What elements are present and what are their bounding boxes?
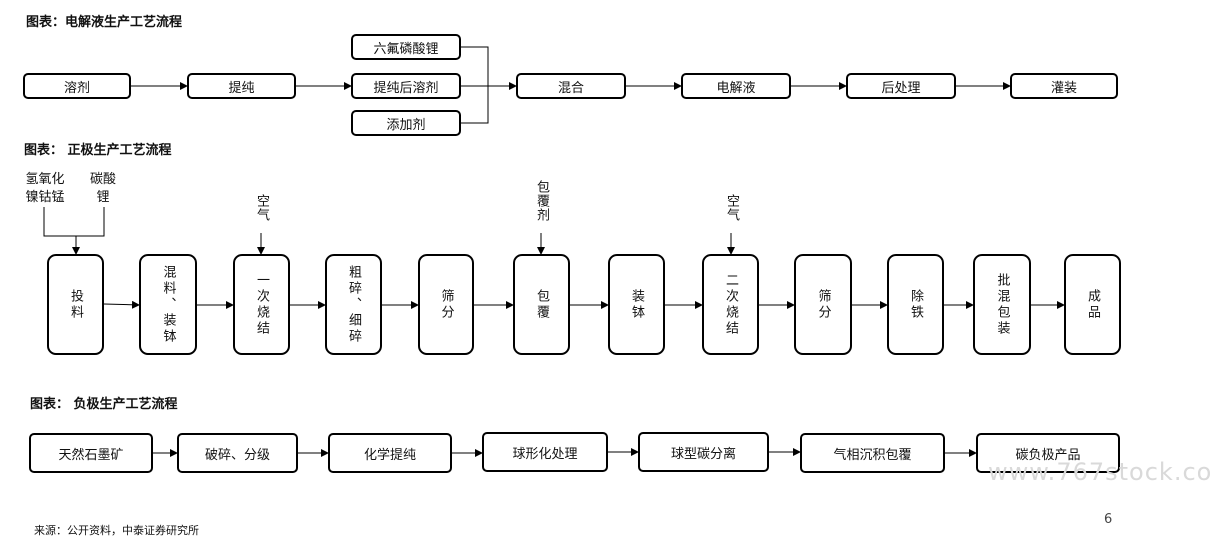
node-graphite-label: 天然石墨矿: [58, 447, 124, 463]
node-loading-label: 装钵: [629, 288, 644, 321]
node-feeding-label: 投料: [68, 288, 83, 321]
node-finished-label: 成品: [1085, 288, 1100, 321]
cathode-chart-title: 图表： 正极生产工艺流程: [24, 143, 172, 158]
node-lipf6: 六氟磷酸锂: [351, 34, 461, 60]
line-inputs-bracket: [43, 207, 105, 237]
node-purified-solvent-label: 提纯后溶剂: [373, 80, 439, 96]
coating-agent-label: 包覆剂: [534, 180, 549, 222]
node-filling: 灌装: [1010, 73, 1118, 99]
node-separate-label: 球型碳分离: [670, 446, 736, 462]
node-additive: 添加剂: [351, 110, 461, 136]
node-batch-packing: 批混包装: [973, 254, 1031, 355]
node-finished: 成品: [1064, 254, 1121, 355]
node-first-sintering: 一次烧结: [233, 254, 290, 355]
source-note: 来源：公开资料，中泰证券研究所: [34, 524, 199, 537]
node-spheroidize: 球形化处理: [482, 432, 608, 472]
node-mixing: 混合: [516, 73, 626, 99]
node-electrolyte-label: 电解液: [716, 80, 756, 96]
node-sieving-2: 筛分: [794, 254, 852, 355]
line-additive-merge: [461, 86, 489, 124]
node-coating-label: 包覆: [534, 288, 549, 321]
watermark: www.767stock.com: [988, 458, 1210, 486]
node-product: 碳负极产品: [976, 433, 1120, 473]
electrolyte-chart-title: 图表：电解液生产工艺流程: [26, 15, 183, 30]
node-loading: 装钵: [608, 254, 665, 355]
node-crush-grade: 破碎、分级: [177, 433, 298, 473]
node-mixing-label: 混合: [557, 80, 584, 96]
node-cvd-coating: 气相沉积包覆: [800, 433, 945, 473]
node-chem-purify: 化学提纯: [328, 433, 452, 473]
node-batch-packing-label: 批混包装: [994, 272, 1010, 337]
node-lipf6-label: 六氟磷酸锂: [373, 41, 439, 57]
node-cvd-coating-label: 气相沉积包覆: [833, 447, 912, 463]
node-spheroidize-label: 球形化处理: [512, 446, 578, 462]
node-graphite: 天然石墨矿: [29, 433, 153, 473]
node-solvent-label: 溶剂: [63, 80, 90, 96]
node-sieving-1: 筛分: [418, 254, 474, 355]
node-mixing-loading-label: 混料、装钵: [160, 264, 176, 345]
node-additive-label: 添加剂: [386, 117, 426, 133]
line-lipf6-merge: [461, 46, 489, 86]
page-number: 6: [1104, 512, 1113, 527]
node-sieving-2-label: 筛分: [815, 288, 831, 321]
node-mixing-loading: 混料、装钵: [139, 254, 197, 355]
node-electrolyte: 电解液: [681, 73, 791, 99]
node-solvent: 溶剂: [23, 73, 131, 99]
node-chem-purify-label: 化学提纯: [363, 447, 416, 463]
node-crushing: 粗碎、细碎: [325, 254, 382, 355]
node-purified-solvent: 提纯后溶剂: [351, 73, 461, 99]
node-crushing-label: 粗碎、细碎: [346, 264, 361, 345]
node-crush-grade-label: 破碎、分级: [204, 447, 270, 463]
air-label-2: 空气: [724, 194, 739, 222]
node-purify: 提纯: [187, 73, 296, 99]
node-post-processing-label: 后处理: [881, 80, 921, 96]
node-purify-label: 提纯: [228, 80, 255, 96]
node-iron-removal-label: 除铁: [908, 288, 923, 321]
anode-chart-title: 图表： 负极生产工艺流程: [30, 397, 178, 412]
node-sieving-1-label: 筛分: [438, 288, 454, 321]
node-feeding: 投料: [47, 254, 104, 355]
input-hydroxide-label: 氢氧化镍钴锰: [25, 172, 65, 205]
node-product-label: 碳负极产品: [1015, 447, 1081, 463]
node-second-sintering: 二次烧结: [702, 254, 759, 355]
air-label-1: 空气: [254, 194, 269, 222]
node-coating: 包覆: [513, 254, 570, 355]
input-li2co3-label: 碳酸锂: [89, 172, 116, 205]
arrow-c1: [103, 300, 140, 309]
node-post-processing: 后处理: [846, 73, 956, 99]
node-separate: 球型碳分离: [638, 432, 769, 472]
node-second-sintering-label: 二次烧结: [723, 272, 738, 337]
node-first-sintering-label: 一次烧结: [254, 272, 269, 337]
node-filling-label: 灌装: [1050, 80, 1077, 96]
node-iron-removal: 除铁: [887, 254, 944, 355]
